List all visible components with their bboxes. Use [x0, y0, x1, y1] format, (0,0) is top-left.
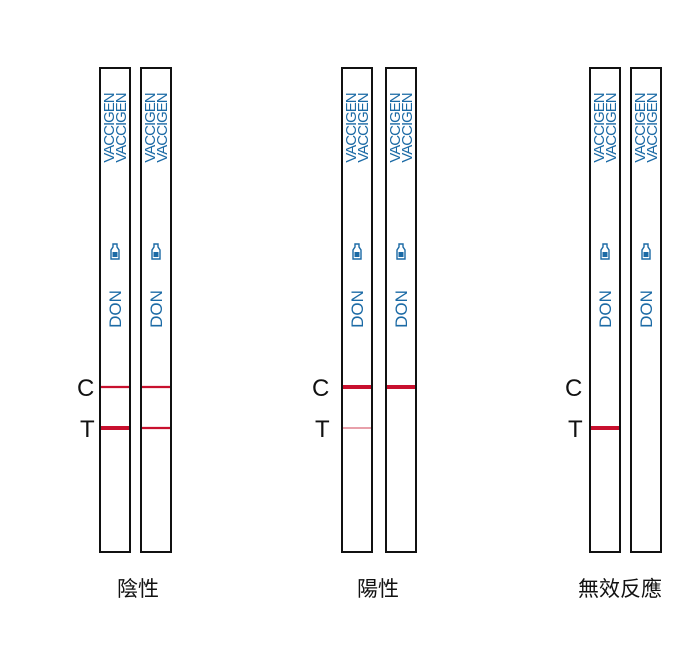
brand-text: VACCIGEN [343, 93, 360, 162]
brand-text: VACCIGEN [355, 93, 372, 162]
brand-text: VACCIGEN [632, 93, 649, 162]
test-label-negative: T [80, 416, 95, 443]
bottle-icon [396, 243, 406, 260]
strip-outline [341, 67, 373, 553]
test-label-invalid: T [568, 416, 583, 443]
analyte-text: DON [348, 290, 367, 328]
result-label-invalid: 無效反應 [578, 577, 662, 601]
bottle-icon [352, 243, 362, 260]
brand-text: VACCIGEN [113, 93, 130, 162]
strip-outline [140, 67, 172, 553]
control-label-invalid: C [565, 375, 583, 402]
strip-outline [99, 67, 131, 553]
bottle-icon [641, 243, 651, 260]
brand-text: VACCIGEN [591, 93, 608, 162]
analyte-text: DON [596, 290, 615, 328]
result-label-positive: 陽性 [357, 577, 399, 601]
control-label-negative: C [77, 375, 95, 402]
brand-text: VACCIGEN [142, 93, 159, 162]
analyte-text: DON [106, 290, 125, 328]
bottle-icon [151, 243, 161, 260]
analyte-text: DON [392, 290, 411, 328]
brand-text: VACCIGEN [154, 93, 171, 162]
analyte-text: DON [147, 290, 166, 328]
brand-text: VACCIGEN [387, 93, 404, 162]
result-label-negative: 陰性 [117, 577, 159, 601]
brand-text: VACCIGEN [101, 93, 118, 162]
strip-outline [385, 67, 417, 553]
test-label-positive: T [315, 416, 330, 443]
bottle-icon [600, 243, 610, 260]
strip-outline [589, 67, 621, 553]
brand-text: VACCIGEN [399, 93, 416, 162]
strip-outline [630, 67, 662, 553]
brand-text: VACCIGEN [644, 93, 661, 162]
bottle-icon [110, 243, 120, 260]
analyte-text: DON [637, 290, 656, 328]
brand-text: VACCIGEN [603, 93, 620, 162]
control-label-positive: C [312, 375, 330, 402]
